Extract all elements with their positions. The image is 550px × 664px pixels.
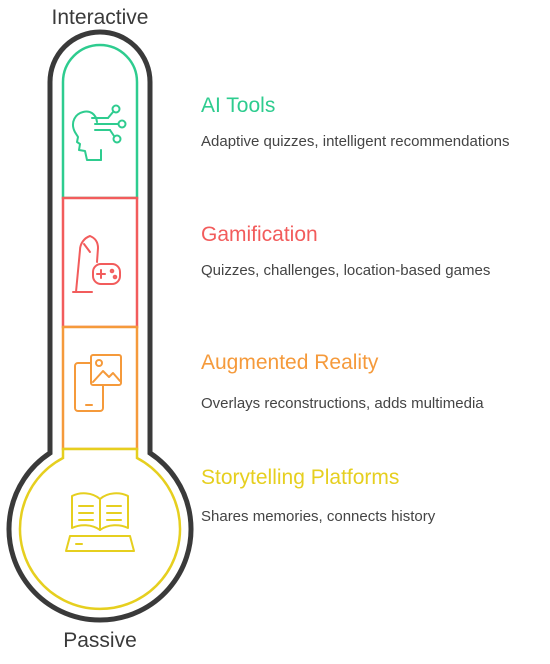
segment-ai-tools bbox=[61, 43, 139, 200]
item-gamification: Gamification Quizzes, challenges, locati… bbox=[201, 222, 546, 282]
item-ai-tools: AI Tools Adaptive quizzes, intelligent r… bbox=[201, 93, 546, 153]
item-description: Quizzes, challenges, location-based game… bbox=[201, 262, 491, 279]
item-title: Storytelling Platforms bbox=[201, 466, 400, 489]
item-title: Augmented Reality bbox=[201, 351, 379, 374]
open-book-icon bbox=[65, 492, 135, 552]
item-description: Overlays reconstructions, adds multimedi… bbox=[201, 395, 484, 412]
phone-image-icon bbox=[74, 354, 122, 412]
ai-head-circuit-icon bbox=[72, 104, 127, 161]
item-title: Gamification bbox=[201, 223, 318, 246]
item-storytelling-platforms: Storytelling Platforms Shares memories, … bbox=[201, 465, 546, 528]
segment-gamification bbox=[61, 196, 139, 329]
item-title: AI Tools bbox=[201, 94, 276, 117]
scale-bottom-label: Passive bbox=[63, 629, 137, 652]
item-augmented-reality: Augmented Reality Overlays reconstructio… bbox=[201, 350, 546, 415]
chess-gamepad-icon bbox=[72, 235, 121, 293]
item-description: Adaptive quizzes, intelligent recommenda… bbox=[201, 133, 510, 150]
scale-top-label: Interactive bbox=[51, 6, 149, 29]
item-description: Shares memories, connects history bbox=[201, 508, 436, 525]
